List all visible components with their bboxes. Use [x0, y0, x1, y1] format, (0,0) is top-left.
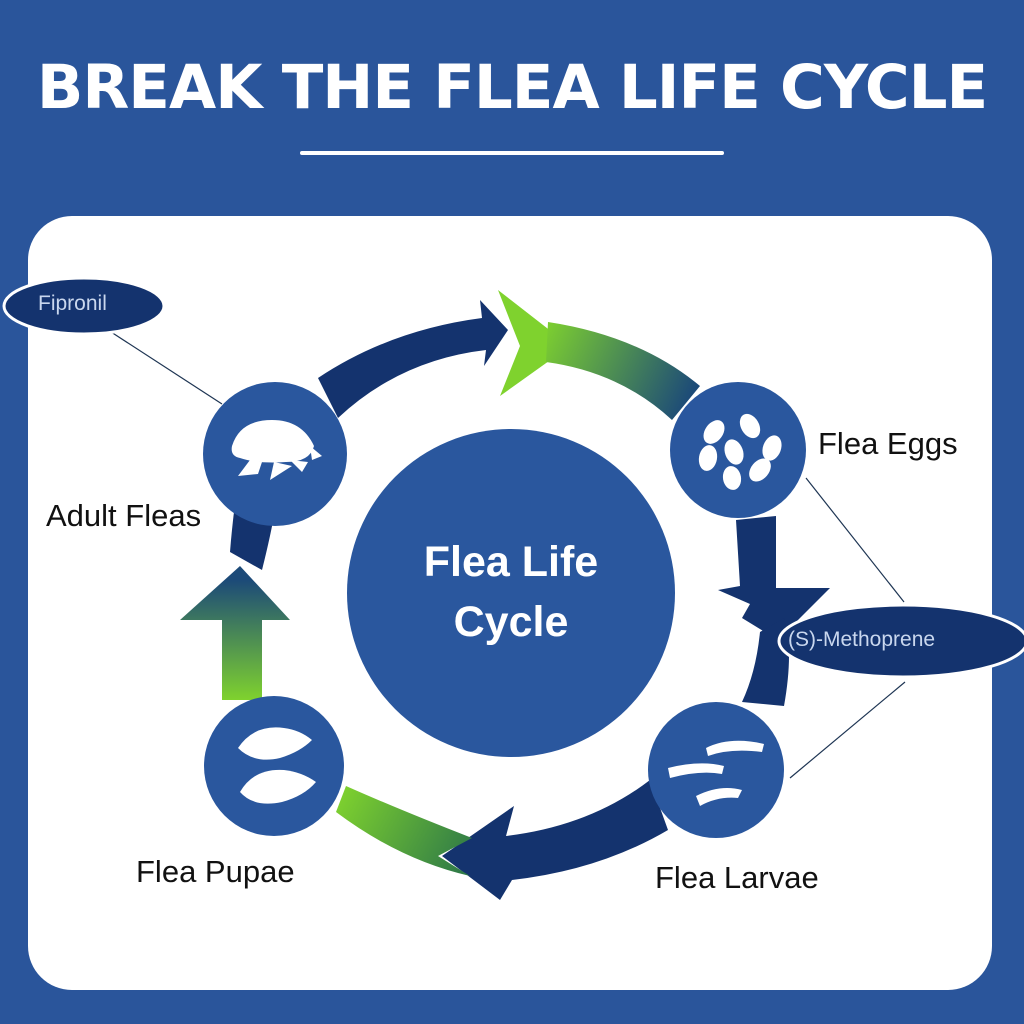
arrow-larvae-to-pupae — [442, 780, 668, 900]
eggs-icon — [698, 413, 782, 490]
title-underline — [300, 151, 724, 155]
center-label-line2: Cycle — [453, 598, 569, 646]
page-title: BREAK THE FLEA LIFE CYCLE — [36, 52, 988, 123]
label-fipronil: Fipronil — [38, 292, 107, 315]
arrow-adult-to-eggs — [318, 300, 508, 418]
stage-circle-pupae — [204, 696, 344, 836]
arrow-pupae-to-adults — [180, 566, 290, 700]
center-label-line1: Flea Life — [423, 538, 599, 586]
label-adult-fleas: Adult Fleas — [46, 498, 202, 533]
flea-icon — [231, 420, 322, 480]
label-flea-pupae: Flea Pupae — [136, 854, 295, 889]
label-flea-eggs: Flea Eggs — [818, 426, 958, 461]
center-label: Flea Life Cycle — [346, 532, 676, 652]
arrow-chevron-green — [498, 290, 570, 396]
larvae-icon — [668, 740, 764, 806]
label-flea-larvae: Flea Larvae — [655, 860, 819, 895]
stage-circle-larvae — [648, 702, 784, 838]
label-methoprene: (S)-Methoprene — [788, 628, 936, 651]
fipronil-badge — [2, 276, 166, 336]
center-circle — [347, 429, 675, 757]
pupae-icon — [238, 727, 316, 804]
stage-circle-eggs — [670, 382, 806, 518]
arrow-eggs-to-larvae — [718, 516, 830, 640]
connector-lines — [107, 329, 906, 779]
stage-circle-adult — [203, 382, 347, 526]
arrow-top-gradient — [546, 322, 700, 420]
arrow-bottom-gradient — [336, 786, 472, 876]
arrow-right-lower — [742, 618, 789, 706]
methoprene-badge — [777, 603, 1024, 679]
cycle-arrows — [180, 290, 830, 900]
